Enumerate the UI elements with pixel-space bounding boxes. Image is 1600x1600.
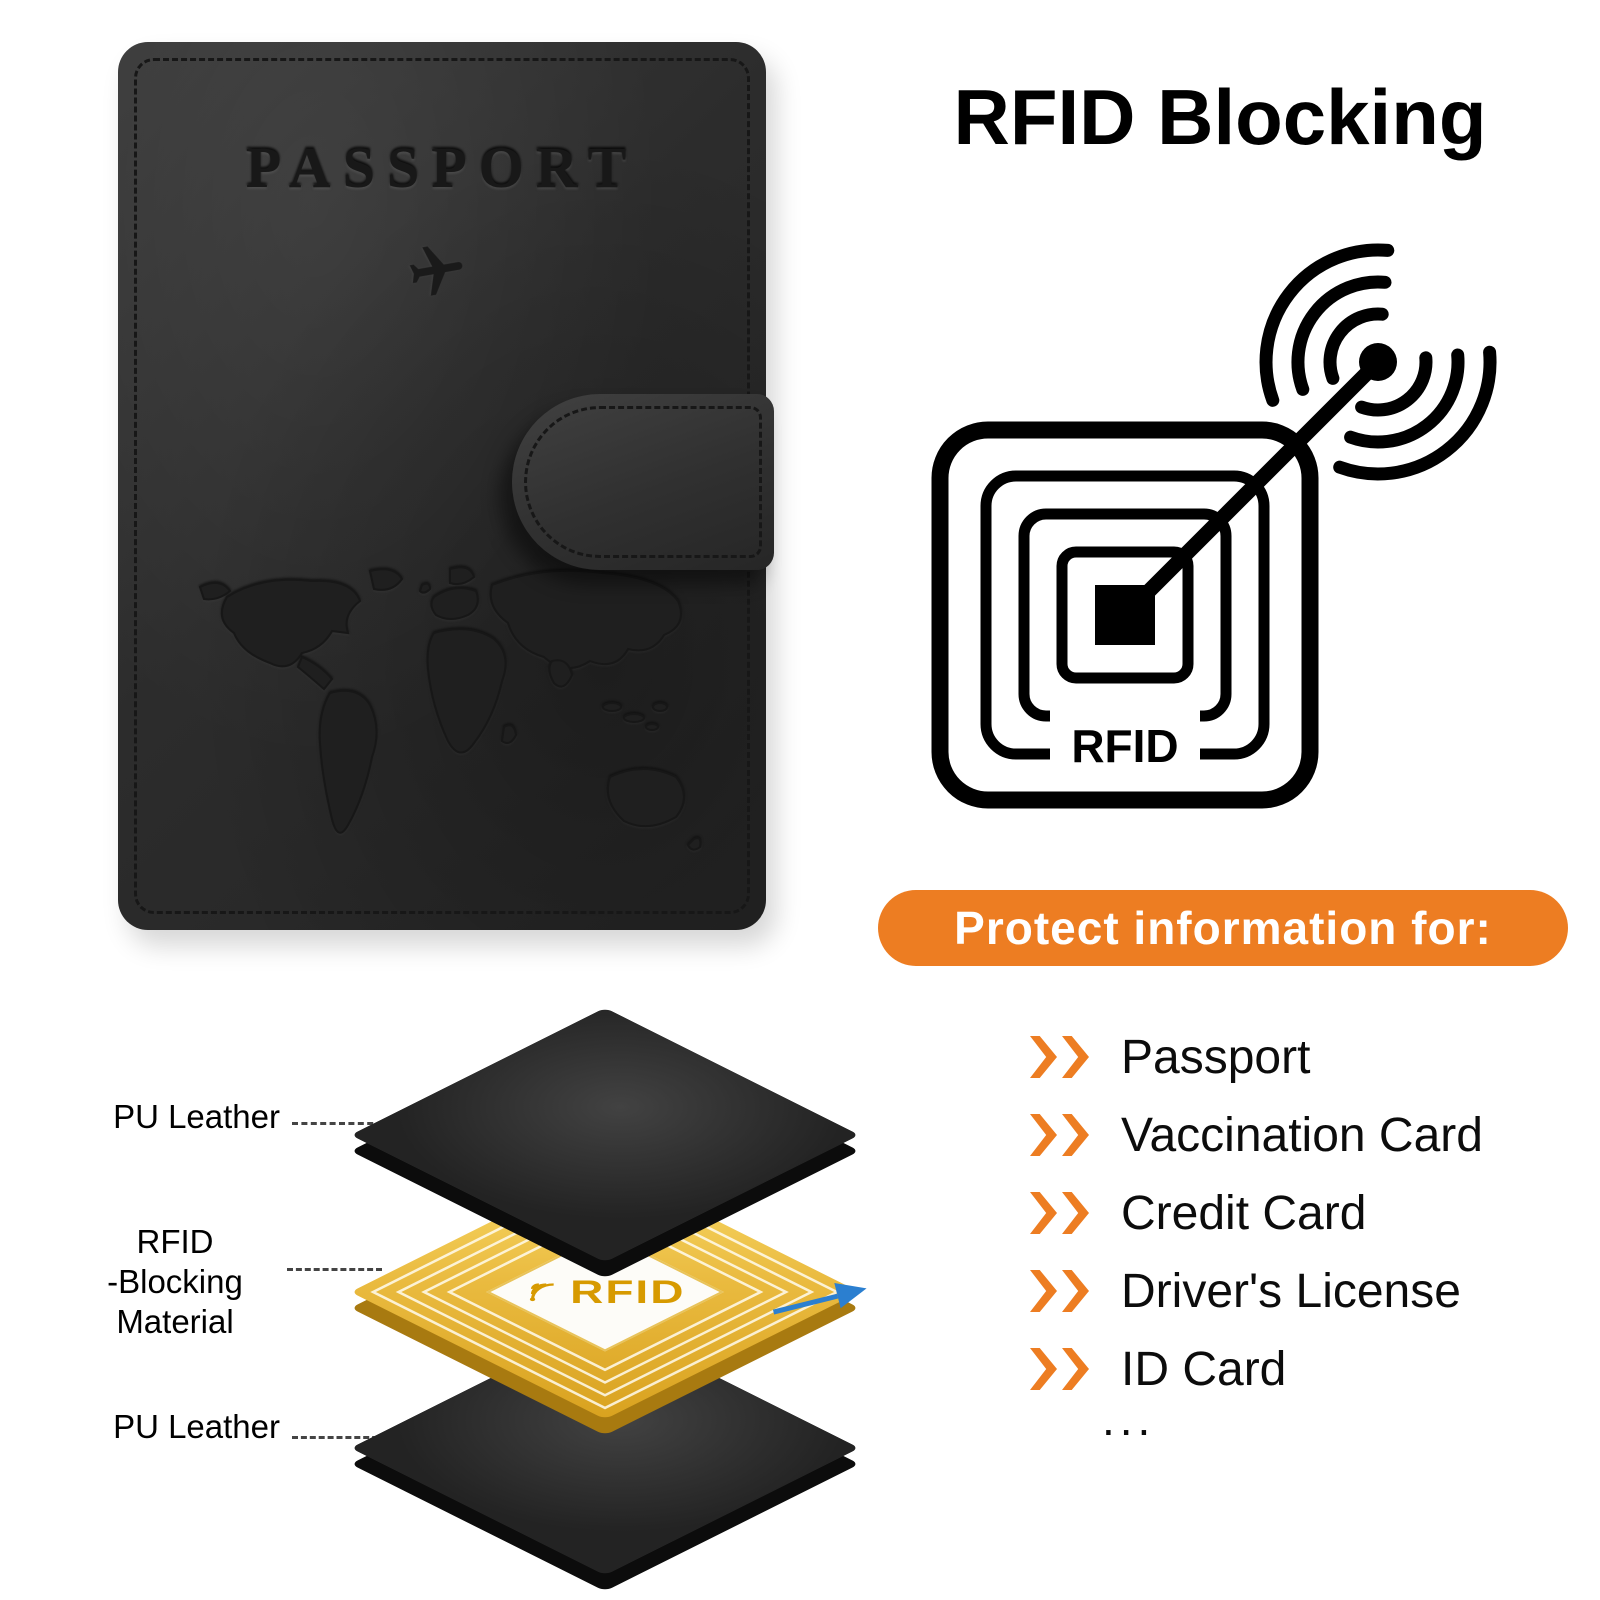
label-backing	[1050, 710, 1200, 776]
arrow-shaft	[772, 1293, 839, 1315]
antenna-line	[1119, 356, 1384, 621]
label-rfid-line2: -Blocking Material	[107, 1263, 243, 1340]
continents	[198, 566, 702, 851]
rfid-tag-icon: RFID	[931, 243, 1497, 809]
double-chevron-icon	[1030, 1036, 1089, 1078]
item-label: Driver's License	[1121, 1264, 1461, 1318]
protect-banner: Protect information for:	[878, 890, 1568, 966]
dashed-connector	[287, 1268, 382, 1271]
label-pu-leather-top: PU Leather	[113, 1098, 280, 1135]
layer-pu-leather-top	[350, 955, 860, 1315]
signal-waves-upper-left	[1259, 243, 1395, 407]
label-pu-leather-bottom: PU Leather	[113, 1408, 280, 1445]
layer-rfid-blocking-material: RFID	[350, 1112, 860, 1472]
double-chevron-icon	[1030, 1114, 1089, 1156]
dashed-connector	[292, 1436, 387, 1439]
dashed-connector	[292, 1122, 392, 1125]
airplane-icon	[409, 246, 463, 296]
layer-face: RFID	[350, 1164, 860, 1420]
antenna-coil-inner	[1056, 546, 1194, 684]
strap-stitching	[524, 406, 762, 558]
list-item-drivers-license: Driver's License	[1030, 1252, 1483, 1330]
list-item-id-card: ID Card	[1030, 1330, 1483, 1408]
passport-cover-image: PASSPORT	[118, 42, 774, 930]
more-indicator: ...	[1102, 1393, 1156, 1445]
chip-signal-icon	[530, 1283, 555, 1302]
chip-label-content: RFID	[524, 1273, 686, 1311]
list-item-vaccination-card: Vaccination Card	[1030, 1096, 1483, 1174]
snap-closure-strap	[512, 394, 774, 570]
list-item-passport: Passport	[1030, 1018, 1483, 1096]
item-label: Credit Card	[1121, 1186, 1367, 1240]
antenna-dot	[1359, 343, 1397, 381]
layer-face	[350, 1007, 860, 1263]
list-item-credit-card: Credit Card	[1030, 1174, 1483, 1252]
protect-banner-text: Protect information for:	[954, 902, 1492, 954]
signal-waves-lower-right	[1333, 345, 1497, 481]
item-label: ID Card	[1121, 1342, 1287, 1396]
rfid-blocking-title: RFID Blocking	[953, 73, 1487, 161]
double-chevron-icon	[1030, 1192, 1089, 1234]
double-chevron-icon	[1030, 1270, 1089, 1312]
label-rfid-line1: RFID	[136, 1223, 214, 1260]
double-chevron-icon	[1030, 1348, 1089, 1390]
protected-items-list: Passport Vaccination Card Credit Card Dr…	[1030, 1018, 1483, 1408]
world-map-emboss	[198, 566, 702, 851]
item-label: Passport	[1121, 1030, 1311, 1084]
rfid-tag-label: RFID	[1071, 720, 1178, 772]
label-rfid-blocking-material: RFID -Blocking Material	[55, 1222, 295, 1342]
arrow-head	[834, 1275, 870, 1309]
item-label: Vaccination Card	[1121, 1108, 1483, 1162]
chip-label: RFID	[486, 1232, 724, 1352]
passport-embossed-text: PASSPORT	[245, 135, 639, 200]
